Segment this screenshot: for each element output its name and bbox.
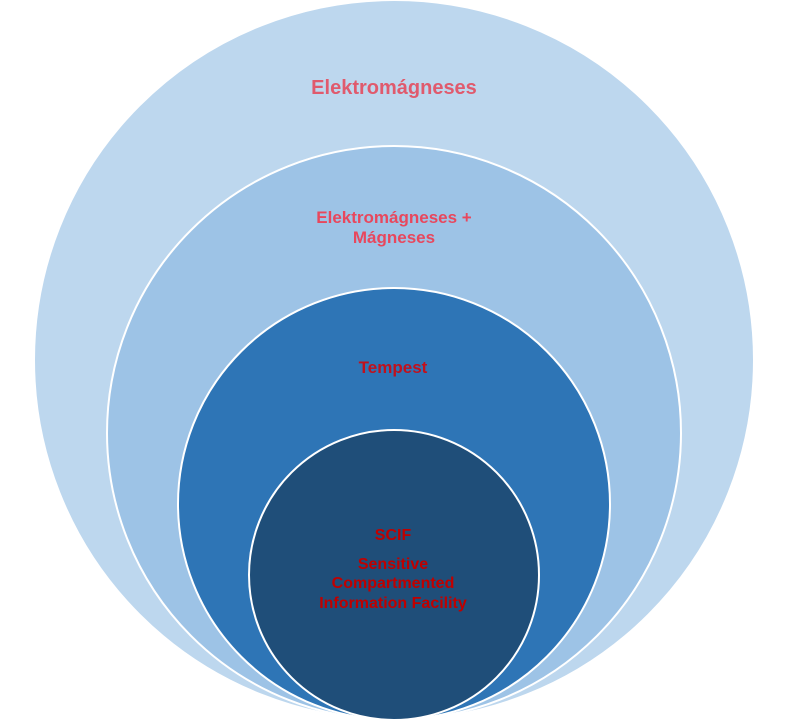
label-line: Elektromágneses + [316, 208, 472, 227]
label-elektromagneses: Elektromágneses [311, 77, 477, 99]
label-line: Mágneses [352, 228, 436, 248]
scif-full-name-line: Sensitive [357, 556, 429, 574]
scif-full-name-line: Information Facility [319, 594, 467, 612]
circle-inner [248, 429, 540, 720]
label-elektromagneses-magneses: Elektromágneses + Mágneses [194, 208, 594, 249]
label-tempest: Tempest [358, 358, 428, 377]
label-scif: SCIF Sensitive Compartmented Information… [243, 526, 543, 613]
scif-full-name-line: Compartmented [331, 575, 455, 593]
scif-acronym: SCIF [374, 527, 412, 544]
